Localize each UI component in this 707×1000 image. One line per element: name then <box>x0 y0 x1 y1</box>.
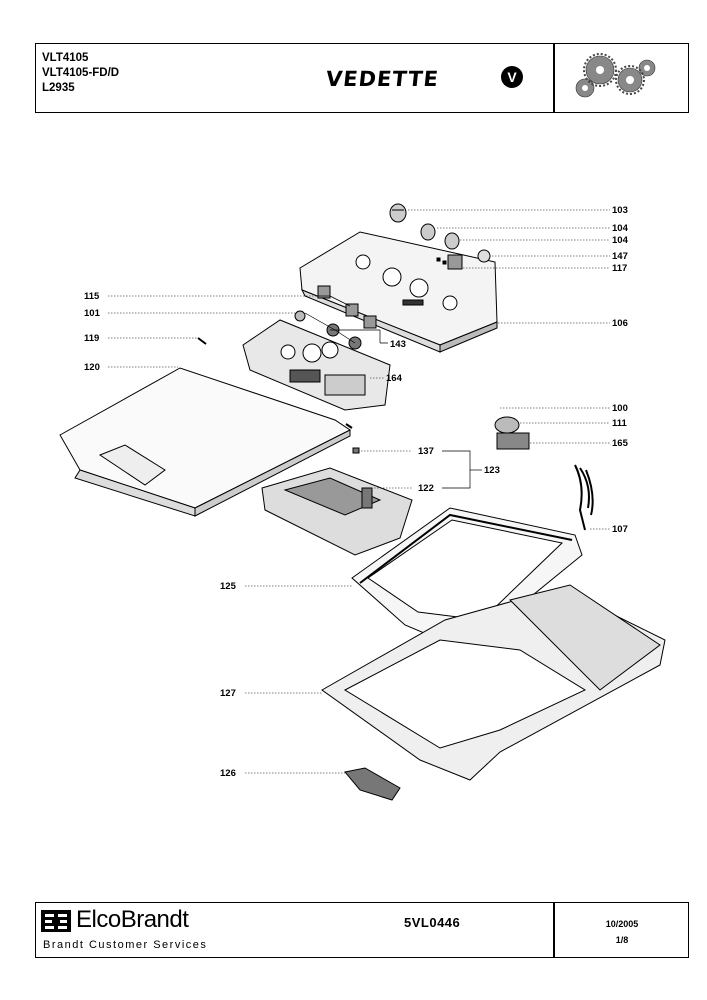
part-label: 107 <box>612 524 628 535</box>
company-name: ElcoBrandt <box>76 906 189 933</box>
part-label: 111 <box>612 418 628 429</box>
lid-drawing <box>59 367 351 517</box>
pin-drawing <box>197 337 207 345</box>
model-name: L2935 <box>42 82 75 94</box>
part-label: 101 <box>84 308 101 319</box>
part-label: 117 <box>612 263 627 274</box>
part-label: 127 <box>220 688 236 699</box>
page-number: 1/8 <box>615 935 629 945</box>
tub-ring-drawing <box>351 507 583 649</box>
model-name: VLT4105-FD/D <box>42 67 120 79</box>
part-label: 120 <box>84 362 100 373</box>
elcobrandt-logo <box>41 910 71 932</box>
part-label: 165 <box>612 438 629 449</box>
door-lock-drawing <box>494 416 594 531</box>
model-name: VLT4105 <box>42 52 89 64</box>
bracket-lines <box>304 295 482 489</box>
footer-box: ElcoBrandt Brandt Customer Services 5VL0… <box>35 902 689 958</box>
part-label: 164 <box>386 373 403 384</box>
company-subtitle: Brandt Customer Services <box>43 939 208 951</box>
part-label: 123 <box>484 465 500 476</box>
part-label: 143 <box>390 339 406 350</box>
part-label: 122 <box>418 483 434 494</box>
part-label: 104 <box>612 235 629 246</box>
part-label: 147 <box>612 251 628 262</box>
model-list: VLT4105 VLT4105-FD/D L2935 <box>42 51 119 96</box>
pin-drawing <box>345 423 353 429</box>
part-label: 126 <box>220 768 236 779</box>
header-divider <box>553 44 555 112</box>
screw-drawing <box>352 447 360 454</box>
footer-divider <box>553 903 555 957</box>
hinge-drawing <box>344 767 401 801</box>
part-label: 119 <box>84 333 99 344</box>
circuit-board-drawing <box>242 319 391 411</box>
part-label: 125 <box>220 581 237 592</box>
document-date: 10/2005 <box>605 919 639 929</box>
document-reference: 5VL0446 <box>404 915 461 930</box>
part-label: 137 <box>418 446 434 457</box>
dispenser-drawing <box>261 467 413 556</box>
part-label: 100 <box>612 403 628 414</box>
part-label: 103 <box>612 205 628 216</box>
gears-icon <box>575 53 656 98</box>
knob-drawing <box>389 203 491 270</box>
part-label: 106 <box>612 318 628 329</box>
part-label: 104 <box>612 223 629 234</box>
top-frame-drawing <box>321 584 666 781</box>
header-box: VLT4105 VLT4105-FD/D L2935 VEDETTE V <box>35 43 689 113</box>
v-circle-logo: V <box>501 66 523 88</box>
leader-lines <box>108 209 610 774</box>
part-label: 115 <box>84 291 100 302</box>
